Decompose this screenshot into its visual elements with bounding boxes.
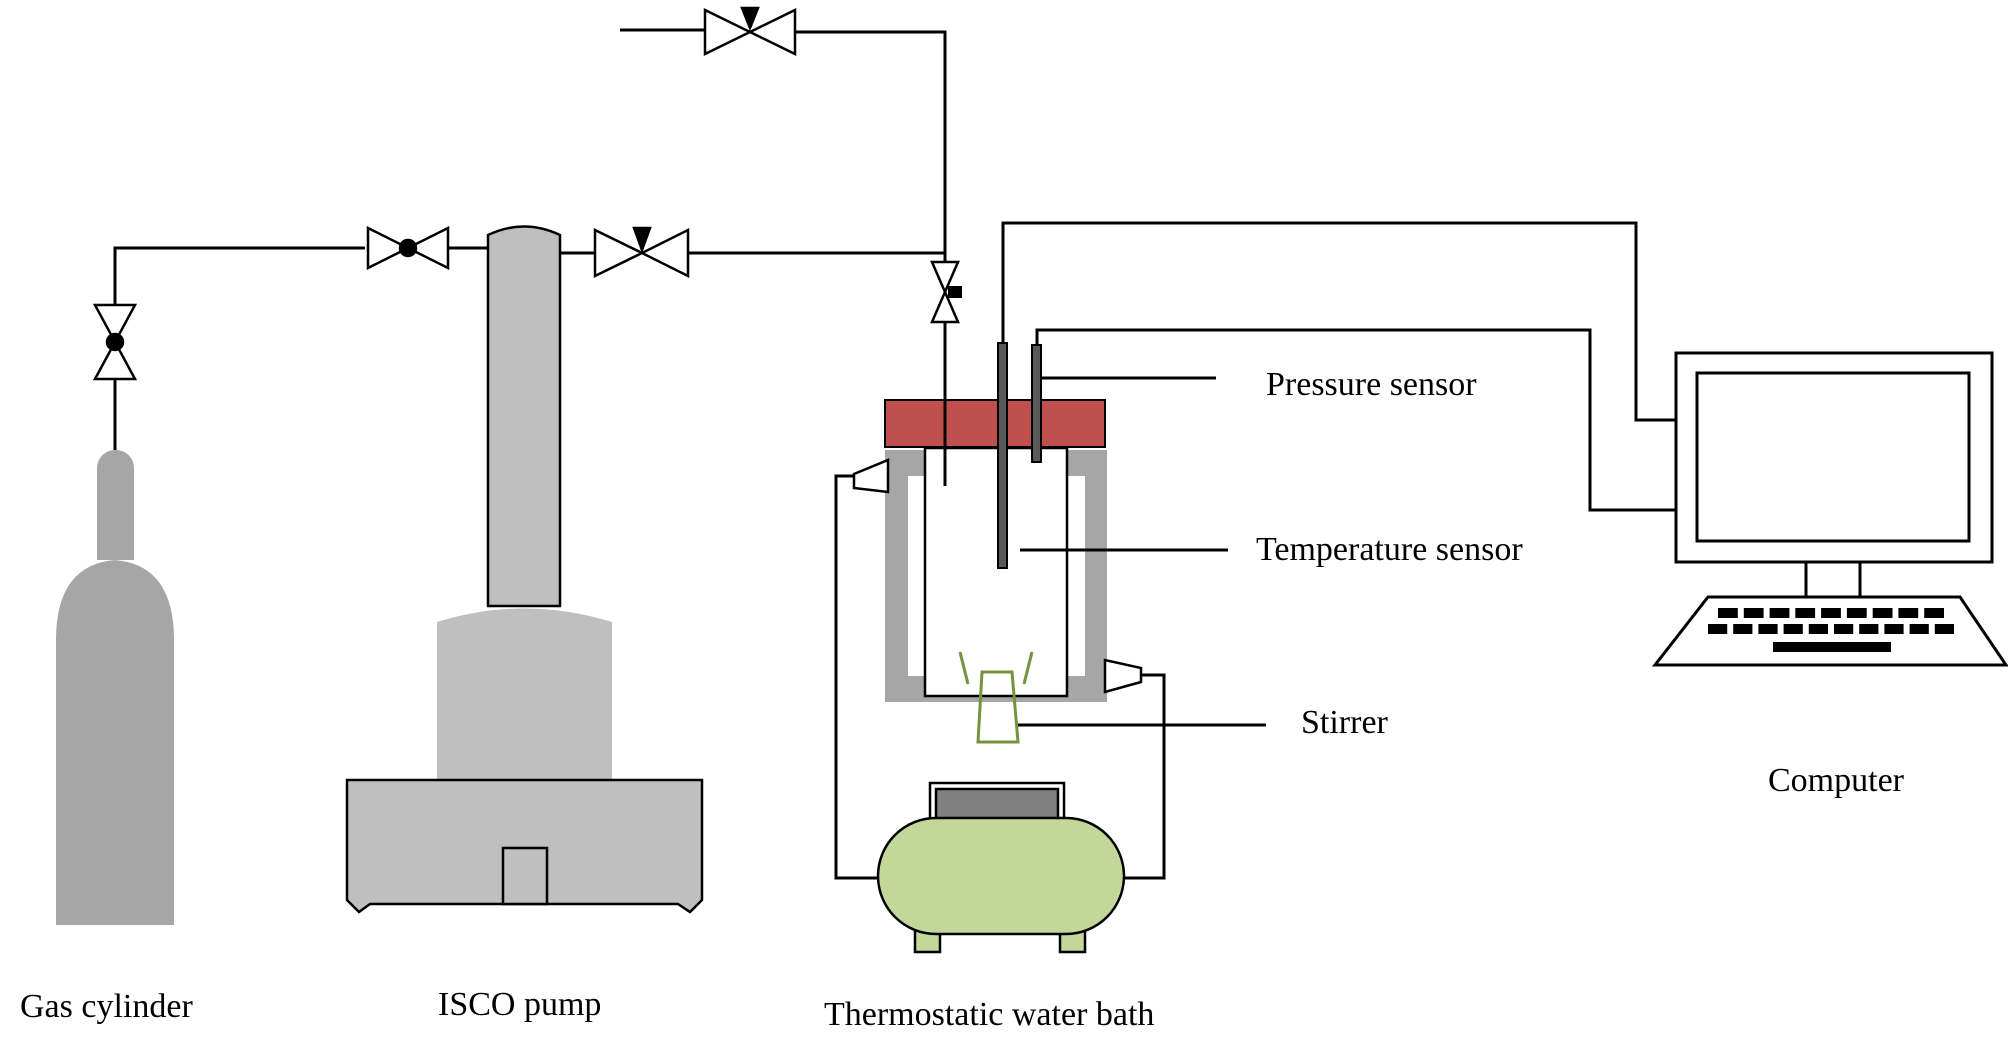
gas-cylinder — [56, 450, 174, 925]
isco-pump-label: ISCO pump — [438, 986, 602, 1023]
keyboard-key — [1783, 624, 1803, 634]
keyboard-key — [1884, 624, 1904, 634]
keyboard-key — [1872, 608, 1893, 618]
keyboard-key — [1909, 624, 1929, 634]
stirrer-label: Stirrer — [1301, 704, 1388, 741]
gas-cylinder-label: Gas cylinder — [20, 988, 193, 1025]
signal-cables — [1001, 221, 1676, 512]
reactor-lid — [884, 399, 1106, 448]
temperature-sensor-label: Temperature sensor — [1256, 531, 1523, 568]
computer — [1651, 351, 2008, 667]
pump-outlet-valve[interactable] — [593, 226, 690, 279]
keyboard-key — [1934, 624, 1954, 634]
keyboard-key — [1898, 608, 1919, 618]
computer-keyboard — [1651, 595, 2008, 667]
keyboard-key — [1834, 624, 1854, 634]
bath-circulation-lines — [834, 474, 1166, 880]
keyboard-key — [1758, 624, 1778, 634]
temperature-probe — [997, 342, 1008, 569]
keyboard-key — [1924, 608, 1944, 618]
computer-label: Computer — [1768, 762, 1904, 799]
keyboard-key — [1846, 608, 1867, 618]
jacket-outlet-connector — [1103, 658, 1143, 694]
keyboard-key — [1743, 608, 1764, 618]
thermostatic-water-bath — [876, 781, 1126, 954]
reactor-inlet-valve[interactable] — [930, 260, 962, 324]
pressure-probe — [1031, 344, 1042, 463]
keyboard-key — [1733, 624, 1753, 634]
computer-screen — [1695, 371, 1971, 543]
stirrer — [958, 651, 1034, 744]
keyboard-keys — [1708, 608, 1954, 652]
computer-stand — [1804, 560, 1862, 599]
keyboard-key — [1795, 608, 1816, 618]
cylinder-valve[interactable] — [92, 303, 138, 381]
reactor-jacket — [885, 446, 1107, 702]
keyboard-key — [1718, 608, 1738, 618]
keyboard-key — [1859, 624, 1879, 634]
isco-pump — [345, 225, 704, 914]
jacket-inlet-connector — [852, 458, 890, 494]
keyboard-key — [1769, 608, 1790, 618]
vent-valve[interactable] — [703, 6, 797, 57]
keyboard-spacebar — [1773, 642, 1891, 652]
keyboard-key — [1708, 624, 1728, 634]
keyboard-key — [1808, 624, 1828, 634]
keyboard-key — [1821, 608, 1841, 618]
water-bath-label: Thermostatic water bath — [824, 996, 1155, 1033]
inlet-ball-valve[interactable] — [366, 225, 450, 271]
pressure-sensor-label: Pressure sensor — [1266, 366, 1477, 403]
label-leaders — [1018, 376, 1266, 727]
